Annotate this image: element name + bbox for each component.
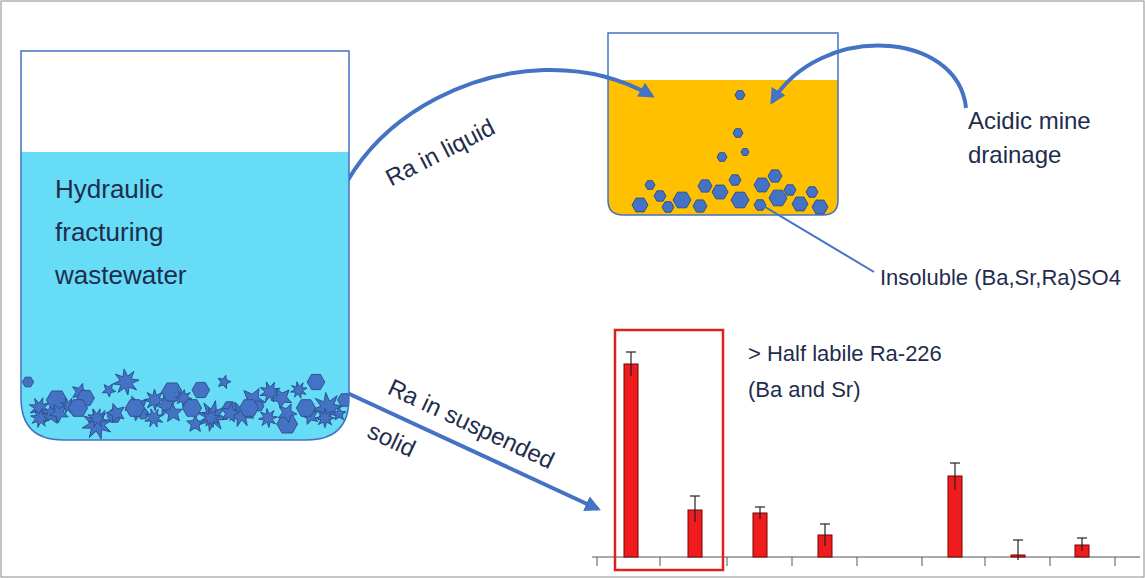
highlight-box [615,330,723,570]
precipitate-label: Insoluble (Ba,Sr,Ra)SO4 [880,264,1121,292]
node-text: Hydraulic fracturing wastewater [55,168,225,297]
flow-label: Ra in liquid [380,89,545,193]
source-label: Acidic mine drainage [968,104,1138,172]
flow-arrow [772,46,966,108]
small-beaker [608,33,838,215]
beaker: Hydraulic fracturing wastewater [20,50,351,442]
flow-label: Ra in suspended solid [359,364,581,536]
flow-arrow [325,70,652,272]
bar-chart [592,330,1140,570]
chart-annotation: > Half labile Ra-226 (Ba and Sr) [748,336,980,408]
leader-line [762,205,874,272]
